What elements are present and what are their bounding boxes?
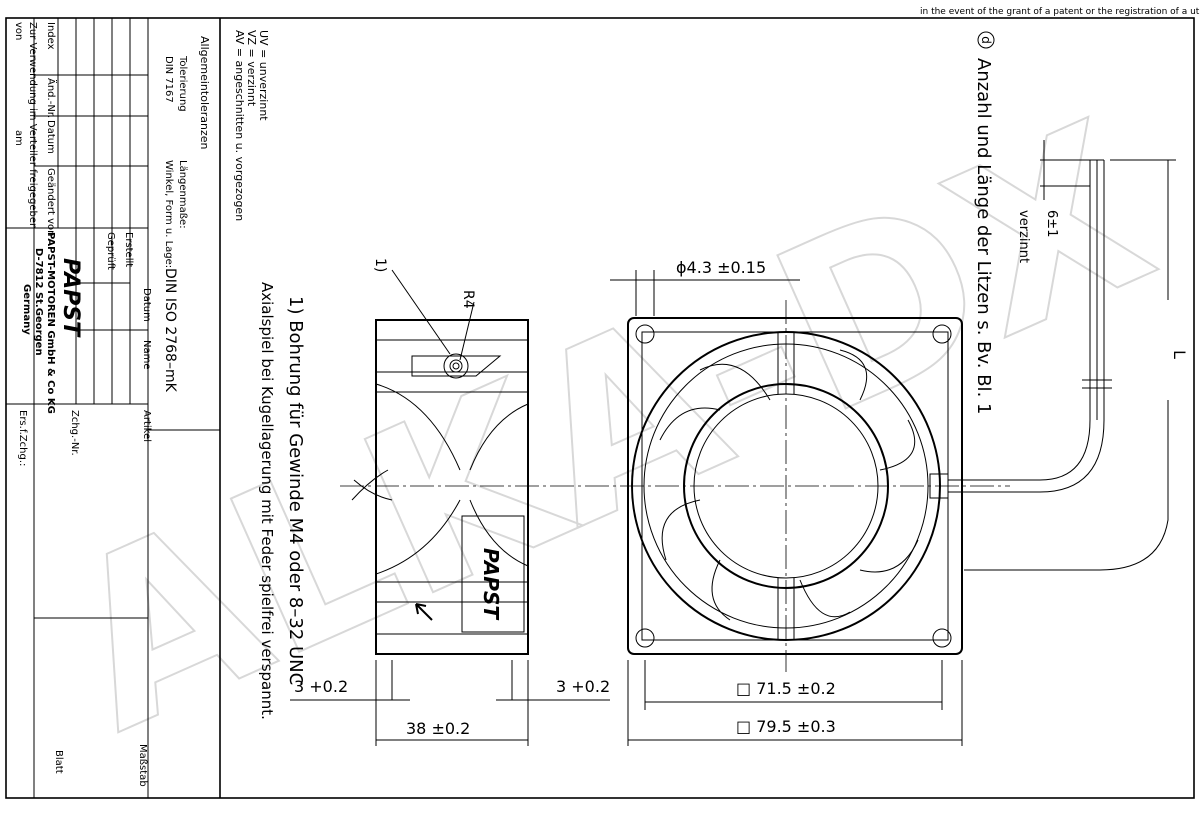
depth: 38 ±0.2 bbox=[406, 719, 470, 738]
col-changed-by: Geändert von bbox=[45, 168, 56, 236]
radius-label: R4 bbox=[460, 290, 476, 309]
artikel-label: Artikel bbox=[141, 410, 152, 442]
fan-front-view bbox=[627, 300, 963, 672]
col-index: Index bbox=[45, 22, 56, 50]
erstellt-label: Erstellt bbox=[123, 232, 134, 267]
company-logo: PAPST bbox=[58, 258, 83, 338]
legend-uv: UV = unverzinnt bbox=[257, 30, 270, 121]
col-change-no: Änd.-Nr. bbox=[45, 78, 58, 118]
sheet-border bbox=[5, 17, 1195, 799]
datum-label: Datum bbox=[141, 288, 152, 322]
tol-std: DIN 7167 bbox=[163, 56, 174, 103]
outer-size: □ 79.5 ±0.3 bbox=[736, 717, 836, 736]
angle-label: Winkel, Form u. Lage: bbox=[163, 160, 174, 268]
release-text: Zur Verwendung im Verteiler freigegeben bbox=[27, 22, 38, 229]
wire-length-label: L bbox=[1170, 350, 1189, 359]
geprueft-label: Geprüft bbox=[105, 232, 116, 270]
length-label: Längenmaße: bbox=[177, 160, 188, 229]
hole-spacing: □ 71.5 ±0.2 bbox=[736, 679, 836, 698]
company-address: D-7812 St.Georgen bbox=[33, 248, 44, 356]
company-name: PAPST-MOTOREN GmbH & Co KG bbox=[45, 232, 56, 414]
col-date: Datum bbox=[45, 120, 56, 154]
ers-label: Ers.f.Zchg.: bbox=[17, 410, 28, 466]
legend-av: AV = angeschnitten u. vorgezogen bbox=[233, 30, 246, 221]
von-label: von bbox=[13, 22, 24, 40]
iso-standard: DIN ISO 2768–mK bbox=[162, 268, 178, 393]
header-note: in the event of the grant of a patent or… bbox=[920, 7, 1200, 17]
side-brand: PAPST bbox=[479, 548, 503, 620]
zchg-label: Zchg.-Nr. bbox=[69, 410, 80, 456]
title-block: Allgemeintoleranzen Tolerierung DIN 7167… bbox=[6, 18, 221, 798]
hole-diameter: ϕ4.3 ±0.15 bbox=[676, 258, 766, 277]
tinned-label: verzinnt bbox=[1016, 210, 1031, 263]
fan-side-view: PAPST 1) R4 bbox=[340, 258, 1010, 655]
strip-length: 6±1 bbox=[1044, 210, 1059, 237]
massstab-label: Maßstab bbox=[137, 744, 148, 787]
blatt-label: Blatt bbox=[53, 750, 64, 774]
dimensions: ϕ4.3 ±0.15 3 +0.2 3 +0.2 38 ±0.2 □ 71.5 … bbox=[290, 258, 963, 746]
tolerances-title: Allgemeintoleranzen bbox=[198, 36, 211, 150]
offset-left: 3 +0.2 bbox=[294, 677, 348, 696]
notes: UV = unverzinnt VZ = verzinnt AV = anges… bbox=[233, 30, 995, 720]
am-label: am bbox=[13, 130, 24, 146]
leader-1: 1) bbox=[372, 258, 388, 272]
d-note: Anzahl und Länge der Litzen s. Bv. Bl. 1 bbox=[973, 58, 994, 414]
d-marker bbox=[977, 31, 995, 49]
cable: 6±1 verzinnt L bbox=[948, 140, 1189, 571]
legend-vz: VZ = verzinnt bbox=[245, 30, 258, 107]
footnote-1: 1) Bohrung für Gewinde M4 oder 8–32 UNC bbox=[285, 296, 306, 685]
d-marker-letter: d bbox=[979, 36, 993, 44]
company-country: Germany bbox=[21, 284, 32, 335]
tol-label: Tolerierung bbox=[177, 55, 188, 112]
name-label: Name bbox=[141, 340, 152, 370]
offset-right: 3 +0.2 bbox=[556, 677, 610, 696]
axial-play-note: Axialspiel bei Kugellagerung mit Feder s… bbox=[258, 282, 276, 720]
